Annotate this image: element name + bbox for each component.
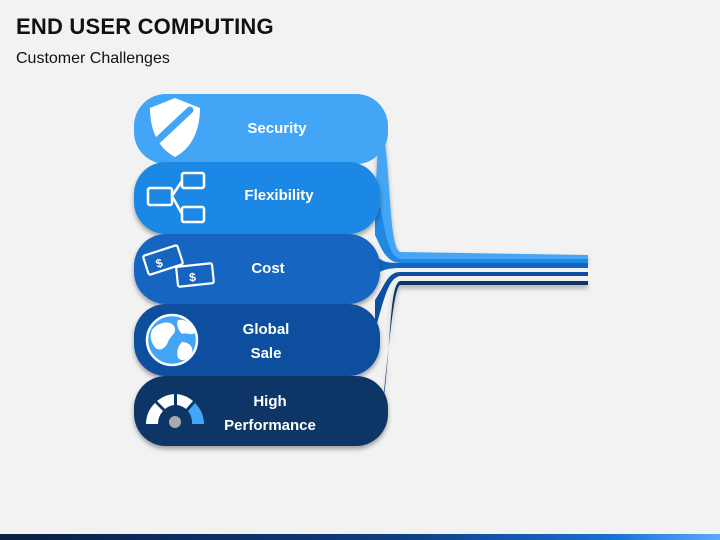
- svg-text:$: $: [189, 270, 197, 285]
- card-label-cost: Cost: [251, 260, 285, 277]
- globe-icon: [145, 313, 199, 367]
- money-icon: $ $: [142, 244, 215, 288]
- card-label-high-performance: High Performance: [224, 393, 316, 434]
- flowchart-icon: [146, 171, 206, 224]
- card-flexibility: [134, 162, 380, 234]
- card-high-performance: [134, 376, 388, 446]
- gauge-icon: [146, 394, 204, 428]
- ribbon-high-performance: [380, 281, 588, 420]
- page-subtitle: Customer Challenges: [16, 50, 170, 67]
- shield-icon: [150, 98, 200, 157]
- card-label-security: Security: [247, 120, 307, 137]
- card-label-global-sale: Global Sale: [242, 321, 290, 362]
- page-title: END USER COMPUTING: [16, 14, 274, 39]
- card-global-sale: [134, 304, 380, 376]
- ribbon-cost: [375, 255, 588, 275]
- svg-text:$: $: [154, 256, 165, 271]
- ribbon-security: [375, 110, 588, 259]
- card-cost: [134, 234, 380, 304]
- ribbon-global-sale: [375, 272, 588, 330]
- ribbon-flexibility: [375, 185, 588, 263]
- footer-bar: [0, 534, 720, 540]
- card-label-flexibility: Flexibility: [244, 187, 314, 204]
